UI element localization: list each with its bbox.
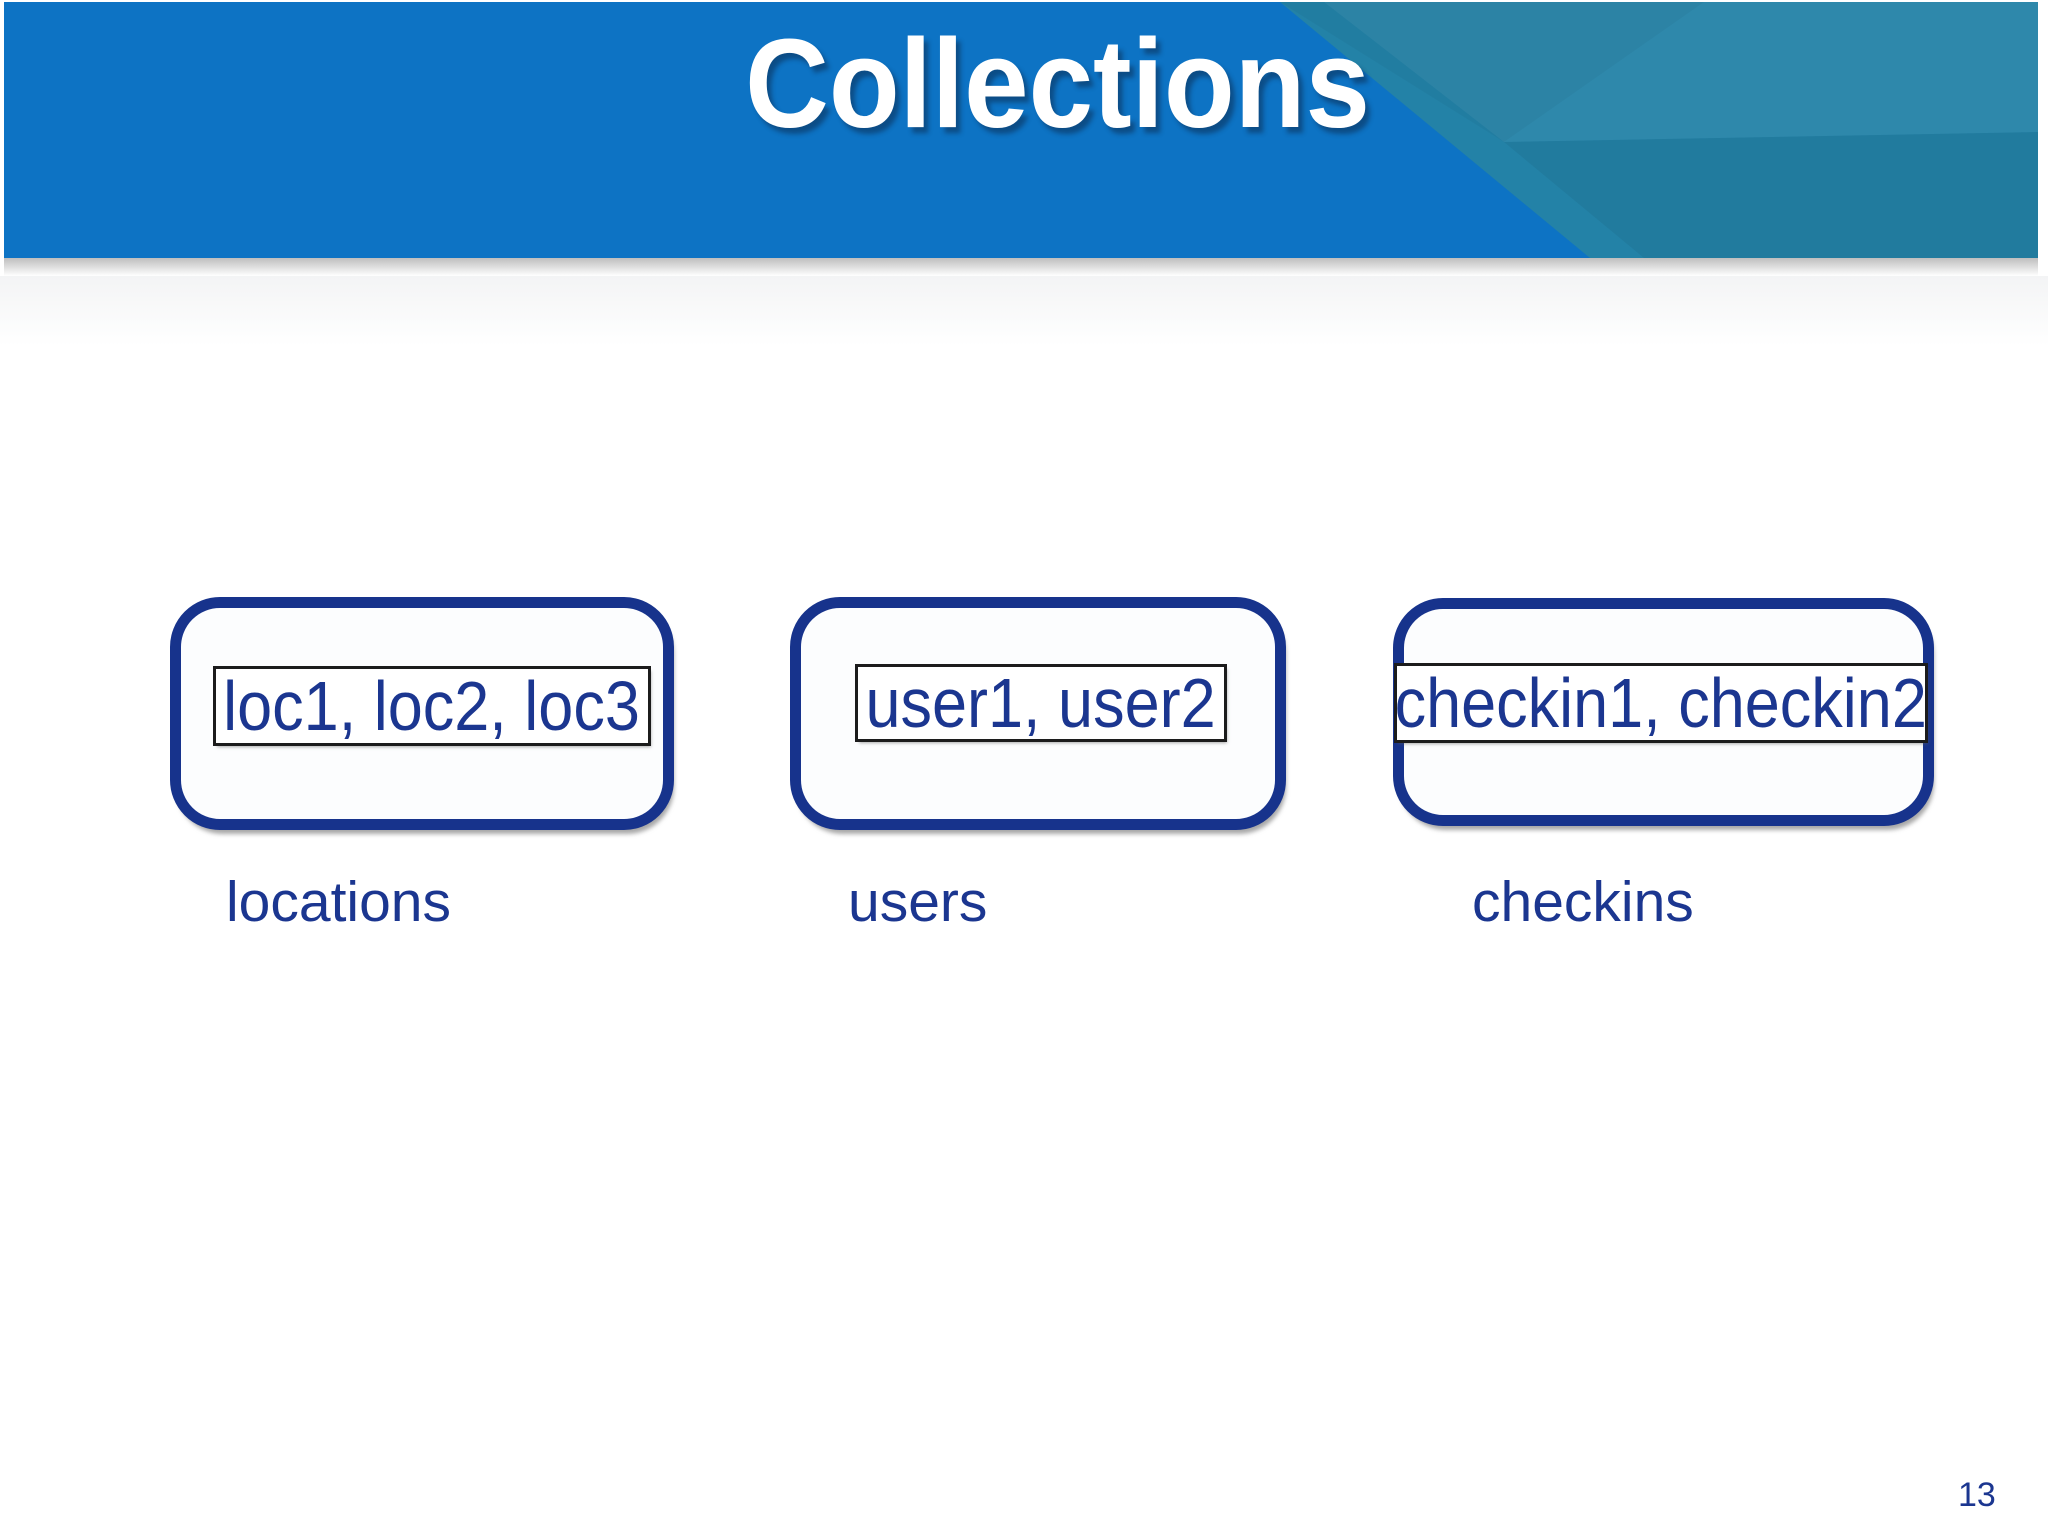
- title-band: Collections: [4, 2, 2038, 258]
- documents-text-users: user1, user2: [865, 664, 1217, 742]
- documents-box-locations: loc1, loc2, loc3: [213, 666, 651, 746]
- page-number: 13: [1958, 1476, 1996, 1514]
- slide-title-text: Collections: [745, 13, 1371, 154]
- documents-box-checkins: checkin1, checkin2: [1394, 663, 1928, 743]
- documents-text-checkins: checkin1, checkin2: [1394, 664, 1928, 742]
- band-shadow: [4, 258, 2038, 276]
- collection-label-checkins: checkins: [1472, 870, 1694, 934]
- below-band-tint: [0, 276, 2048, 346]
- documents-box-users: user1, user2: [855, 664, 1227, 742]
- collection-label-users: users: [848, 870, 988, 934]
- documents-text-locations: loc1, loc2, loc3: [223, 667, 641, 745]
- slide-title: Collections: [8, 21, 2038, 147]
- band-accent-shapes: [1280, 2, 2038, 258]
- collection-label-locations: locations: [226, 870, 451, 934]
